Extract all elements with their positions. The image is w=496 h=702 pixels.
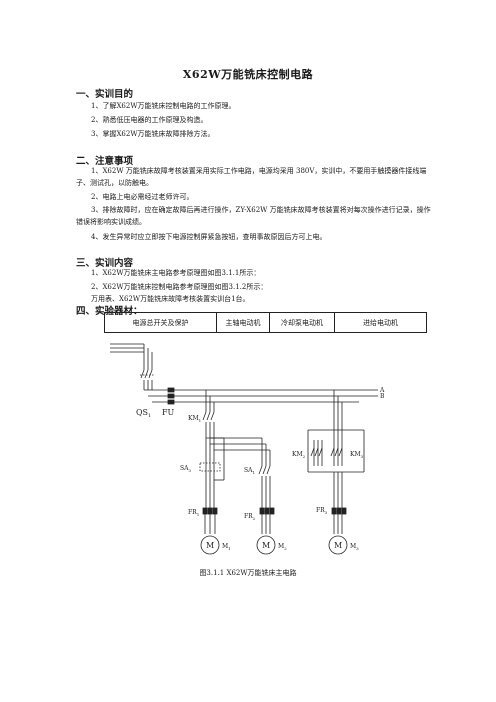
m1-label: M1 [222, 543, 231, 551]
objective-item: 2、熟悉低压电器的工作原理及构造。 [91, 116, 208, 124]
km1-contactor [202, 390, 215, 460]
objective-item: 3、掌握X62W万能铣床故障排除方法。 [91, 130, 215, 138]
fr3-relay [331, 507, 347, 534]
note-item: 2、电路上电必需经过老师许可。 [91, 193, 194, 201]
km2-label: KM2 [292, 451, 306, 459]
zone-coolant-motor: 冷却泵电动机 [269, 312, 335, 333]
km2-km3-contactors [307, 390, 365, 508]
sa3-label: SA3 [180, 465, 191, 473]
note-paragraph: 1、X62W 万能铣床故障考核装置采用实际工作电路，电源均采用 380V，实训中… [76, 167, 427, 187]
content-item: 1、X62W万能铣床主电路参考原理图如图3.1.1所示： [91, 269, 261, 277]
motor-m2: M [256, 535, 276, 555]
m3-label: M3 [350, 543, 359, 551]
svg-text:M: M [334, 541, 342, 550]
fr3-label: FR3 [316, 507, 328, 515]
figure-caption: 图3.1.1 X62W万能铣床主电路 [199, 569, 297, 577]
zone-spindle-motor: 主轴电动机 [216, 312, 270, 333]
section-heading-objectives: 一、实训目的 [76, 89, 134, 100]
section-heading-equipment: 四、实验器材： [76, 306, 143, 317]
fr2-relay [259, 507, 275, 534]
fu-fuses [144, 387, 175, 405]
circuit-zone-table: 电源总开关及保护 主轴电动机 冷却泵电动机 进给电动机 [104, 312, 427, 333]
bus-b-label: B [380, 393, 385, 400]
motor-m1: M [200, 535, 220, 555]
fu-label: FU [162, 408, 175, 417]
qs-label: QS1 [136, 408, 151, 419]
zone-power-protection: 电源总开关及保护 [104, 312, 217, 333]
fr1-label: FR1 [188, 509, 199, 517]
main-circuit-diagram: A B QS1 FU KM1 SA3 FR1 [110, 343, 385, 555]
km1-label: KM1 [188, 415, 201, 423]
fr2-label: FR2 [244, 513, 256, 521]
qs1-switch [140, 344, 154, 390]
section-heading-contents: 三、实训内容 [76, 258, 134, 269]
sa1-label: SA1 [244, 467, 255, 475]
objective-item: 1、了解X62W万能铣床控制电路的工作原理。 [91, 102, 236, 110]
note-paragraph: 3、排除故障时，应在确定故障后再进行操作，ZY-X62W 万能铣床故障考核装置将… [76, 206, 431, 226]
content-item: 2、X62W万能铣床控制电路参考原理图如图3.1.2所示： [91, 283, 268, 291]
km3-label: KM3 [350, 451, 364, 459]
document-title: X62W万能铣床控制电路 [182, 68, 314, 81]
bus-a-label: A [379, 387, 385, 394]
section-heading-notes: 二、注意事项 [76, 156, 134, 167]
svg-text:M: M [262, 541, 270, 550]
fr1-relay [202, 500, 218, 534]
sa1-switch [206, 437, 271, 508]
note-item: 4、发生异常时应立即按下电源控制屏紧急按钮，查明事故原因后方可上电。 [91, 233, 327, 241]
m2-label: M2 [278, 543, 287, 551]
motor-m3: M [328, 535, 348, 555]
svg-text:M: M [206, 541, 214, 550]
sa3-switch [199, 437, 225, 500]
zone-feed-motor: 进给电动机 [334, 312, 427, 333]
equipment-item: 万用表、X62W万能铣床故障考核装置实训台1台。 [91, 295, 250, 303]
